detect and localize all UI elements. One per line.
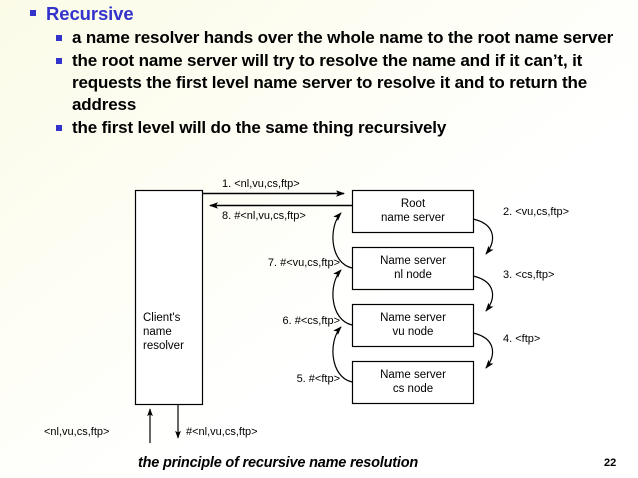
bullet-level1-recursive: Recursive — [0, 2, 638, 25]
square-bullet-icon — [30, 10, 36, 16]
server-box-cs — [351, 360, 475, 405]
server-vu-line2: vu node — [392, 326, 434, 338]
page-number: 22 — [604, 457, 617, 469]
label-message-1: 1. <nl,vu,cs,ftp> — [222, 178, 300, 190]
arrow-message-7 — [332, 212, 353, 269]
server-box-root — [351, 189, 475, 234]
label-message-6: 6. #<cs,ftp> — [282, 315, 340, 327]
label-message-4: 4. <ftp> — [503, 333, 541, 345]
square-bullet-icon — [56, 125, 62, 131]
diagram-caption: the principle of recursive name resoluti… — [138, 455, 419, 471]
bullet-level2-label: the root name server will try to resolve… — [72, 51, 588, 114]
arrow-message-2 — [472, 218, 494, 255]
label-message-2: 2. <vu,cs,ftp> — [503, 206, 570, 218]
server-box-vu — [351, 303, 475, 348]
arrow-message-5 — [332, 326, 353, 383]
server-nl-line1: Name server — [380, 255, 446, 267]
server-label-root: Root name server — [352, 197, 474, 225]
bullet-level1-label: Recursive — [46, 3, 134, 24]
label-external-query-in: <nl,vu,cs,ftp> — [44, 426, 110, 438]
bullet-level2-label: a name resolver hands over the whole nam… — [72, 28, 614, 47]
square-bullet-icon — [56, 58, 62, 64]
label-message-7: 7. #<vu,cs,ftp> — [267, 257, 340, 269]
bullet-level2-label: the first level will do the same thing r… — [72, 118, 447, 137]
server-label-vu: Name server vu node — [352, 311, 474, 339]
server-cs-line2: cs node — [392, 383, 434, 395]
server-nl-line2: nl node — [394, 269, 432, 281]
server-box-nl — [351, 246, 475, 291]
bullet-list: Recursive a name resolver hands over the… — [0, 2, 638, 140]
arrow-message-3 — [472, 275, 494, 312]
server-label-nl: Name server nl node — [352, 254, 474, 282]
client-resolver-line2: name — [143, 326, 172, 338]
server-root-line1: Root — [400, 198, 426, 210]
arrow-message-6 — [332, 269, 353, 326]
label-external-answer-out: #<nl,vu,cs,ftp> — [186, 426, 258, 438]
server-label-cs: Name server cs node — [352, 368, 474, 396]
server-cs-line1: Name server — [380, 369, 446, 381]
bullet-level2-item-2: the root name server will try to resolve… — [0, 50, 638, 116]
client-resolver-line1: Client's — [143, 312, 181, 324]
label-message-8: 8. #<nl,vu,cs,ftp> — [222, 210, 306, 222]
label-message-5: 5. #<ftp> — [296, 373, 340, 385]
client-resolver-label: Client's name resolver — [143, 311, 203, 353]
arrow-message-4 — [472, 332, 494, 369]
client-resolver-box — [134, 189, 204, 406]
square-bullet-icon — [56, 35, 62, 41]
client-resolver-line3: resolver — [143, 340, 184, 352]
bullet-level2-item-1: a name resolver hands over the whole nam… — [0, 27, 638, 49]
server-root-line2: name server — [381, 212, 445, 224]
bullet-level2-item-3: the first level will do the same thing r… — [0, 117, 638, 139]
label-message-3: 3. <cs,ftp> — [503, 269, 555, 281]
server-vu-line1: Name server — [380, 312, 446, 324]
